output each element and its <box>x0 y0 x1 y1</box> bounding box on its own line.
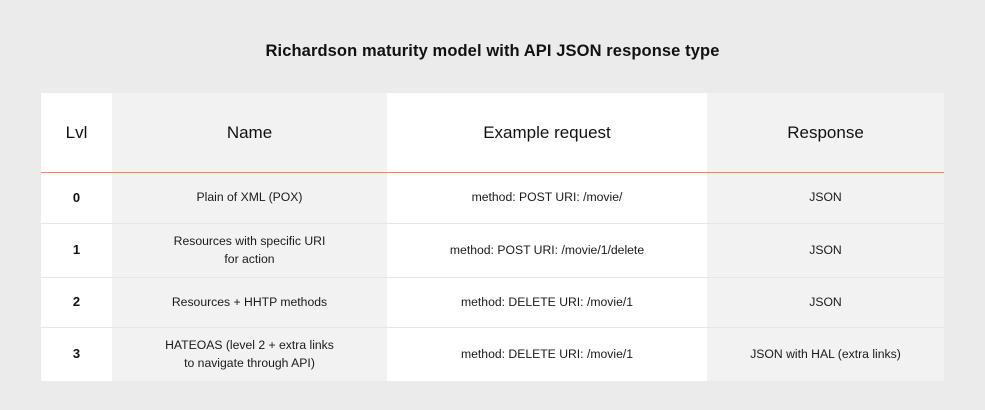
table-row: 0 Plain of XML (POX) method: POST URI: /… <box>41 172 944 224</box>
cell-name-line-1: Resources with specific URI <box>173 234 326 249</box>
page-title: Richardson maturity model with API JSON … <box>265 42 720 60</box>
cell-lvl: 3 <box>41 327 112 381</box>
cell-response: JSON <box>707 277 944 328</box>
cell-example-request: method: DELETE URI: /movie/1 <box>387 327 707 381</box>
cell-response: JSON with HAL (extra links) <box>707 327 944 381</box>
table-row: 2 Resources + HHTP methods method: DELET… <box>41 277 944 328</box>
cell-name-line-1: HATEOAS (level 2 + extra links <box>165 338 334 353</box>
cell-name-line-2: for action <box>224 251 275 266</box>
maturity-model-table-wrapper: Lvl Name Example request Response 0 Plai… <box>41 93 944 381</box>
cell-name: Resources + HHTP methods <box>112 277 387 328</box>
table-row: 1 Resources with specific URI for action… <box>41 223 944 278</box>
cell-example-request: method: POST URI: /movie/1/delete <box>387 223 707 278</box>
cell-response: JSON <box>707 172 944 224</box>
table-row: 3 HATEOAS (level 2 + extra links to navi… <box>41 327 944 381</box>
cell-name-line-1: Plain of XML (POX) <box>196 190 303 205</box>
table-body: 0 Plain of XML (POX) method: POST URI: /… <box>41 172 944 381</box>
cell-example-request: method: DELETE URI: /movie/1 <box>387 277 707 328</box>
cell-name: HATEOAS (level 2 + extra links to naviga… <box>112 327 387 381</box>
column-header-lvl: Lvl <box>41 93 112 173</box>
cell-name: Resources with specific URI for action <box>112 223 387 278</box>
column-header-example-request: Example request <box>387 93 707 173</box>
cell-name-line-1: Resources + HHTP methods <box>171 294 328 309</box>
cell-response: JSON <box>707 223 944 278</box>
cell-name-line-2: to navigate through API) <box>184 355 315 370</box>
cell-lvl: 2 <box>41 277 112 328</box>
table-header: Lvl Name Example request Response <box>41 93 944 173</box>
column-header-name: Name <box>112 93 387 173</box>
column-header-response: Response <box>707 93 944 173</box>
maturity-model-table: Lvl Name Example request Response 0 Plai… <box>41 93 944 381</box>
cell-lvl: 1 <box>41 223 112 278</box>
cell-name: Plain of XML (POX) <box>112 172 387 224</box>
cell-lvl: 0 <box>41 172 112 224</box>
table-header-row: Lvl Name Example request Response <box>41 93 944 173</box>
cell-example-request: method: POST URI: /movie/ <box>387 172 707 224</box>
